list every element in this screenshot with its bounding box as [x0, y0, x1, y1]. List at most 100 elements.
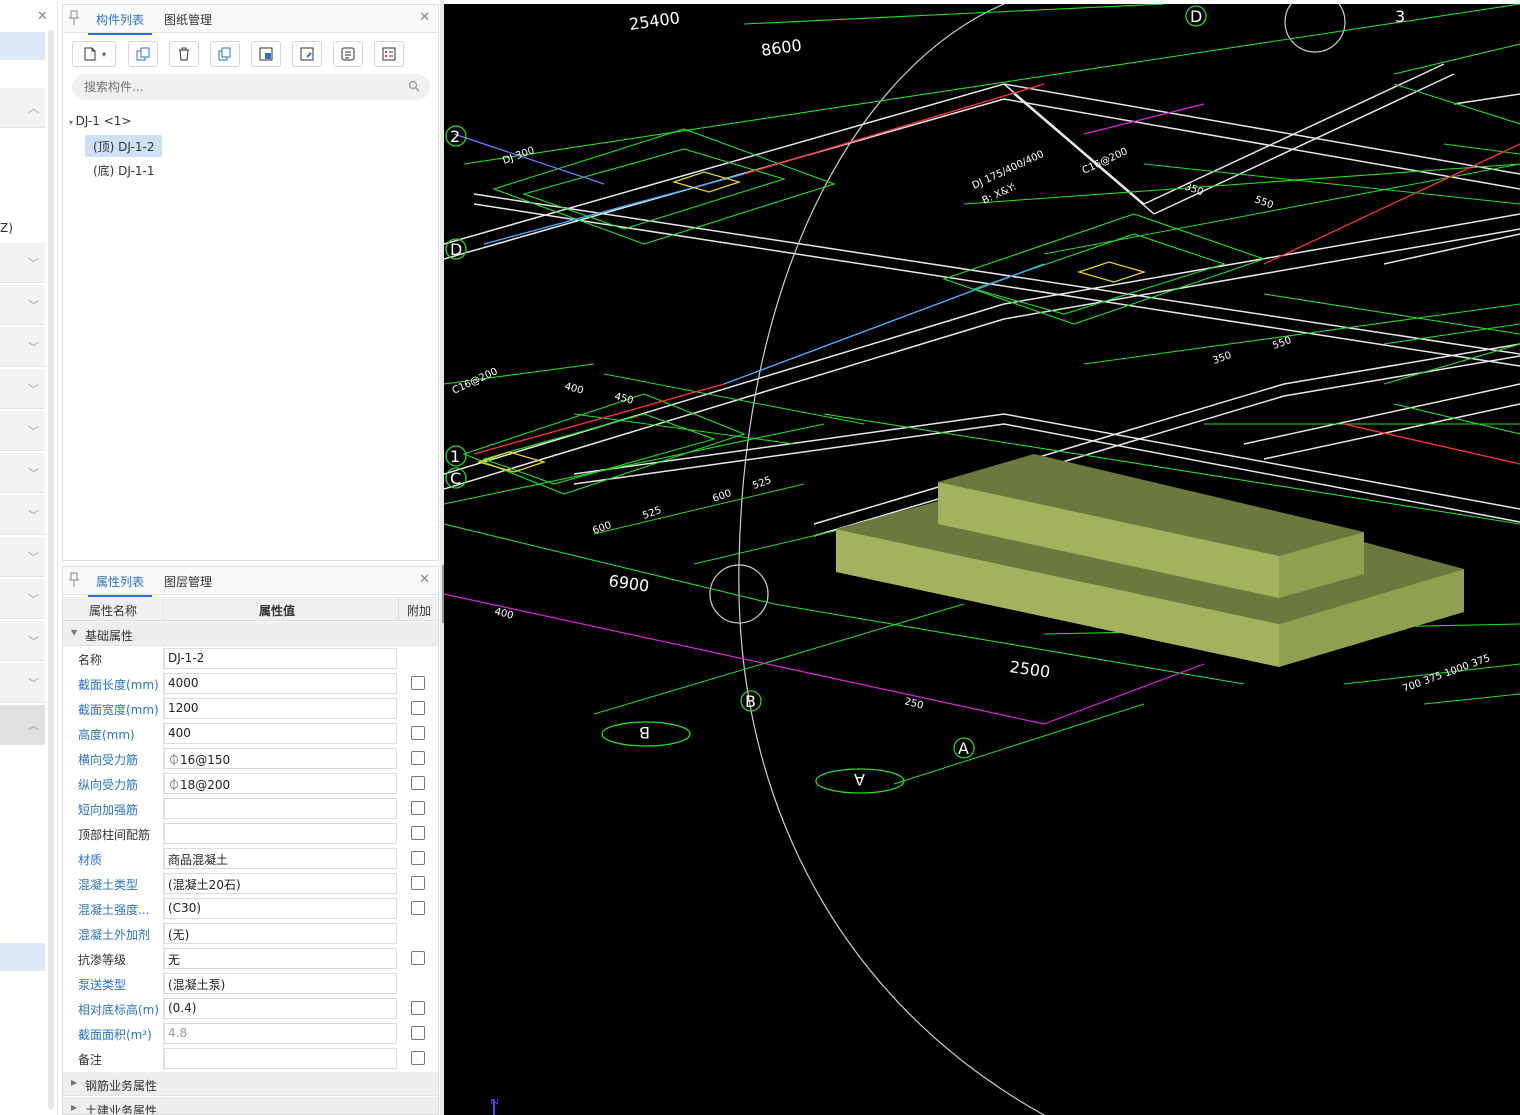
panel-group[interactable]: ﹀	[0, 453, 45, 493]
dropdown-arrow-icon: ▾	[101, 49, 106, 59]
panel-group[interactable]: ﹀	[0, 663, 45, 703]
property-value-field[interactable]: 1200	[164, 698, 397, 719]
property-value-field[interactable]: 无	[164, 948, 397, 969]
property-name: 横向受力筋	[78, 753, 139, 767]
close-icon[interactable]: ✕	[37, 9, 48, 24]
tab-drawing-management[interactable]: 图纸管理	[164, 13, 213, 27]
property-value-field[interactable]: 4.8	[164, 1023, 397, 1044]
panel-divider[interactable]	[440, 0, 444, 1115]
extra-checkbox[interactable]	[411, 751, 425, 765]
property-value-field[interactable]: 商品混凝土	[164, 848, 397, 869]
annotation: 600	[711, 488, 733, 505]
panel-group[interactable]: ︿	[0, 88, 45, 128]
extra-checkbox[interactable]	[411, 801, 425, 815]
annotation: 550	[1253, 194, 1275, 211]
property-value-field[interactable]: 4000	[164, 673, 397, 694]
property-value-field[interactable]: (混凝土泵)	[164, 973, 397, 994]
property-value-field[interactable]: 400	[164, 723, 397, 744]
edit-button[interactable]	[292, 41, 322, 67]
search-icon[interactable]	[408, 80, 420, 92]
extra-checkbox[interactable]	[411, 951, 425, 965]
property-value-field[interactable]: (0.4)	[164, 998, 397, 1019]
layers-copy-icon	[218, 47, 231, 61]
extra-checkbox[interactable]	[411, 726, 425, 740]
list-button[interactable]	[374, 41, 404, 67]
chevron-down-icon: ﹀	[28, 593, 39, 606]
annotation: 525	[641, 505, 663, 522]
property-value-field[interactable]	[164, 823, 397, 844]
panel-group[interactable]: ﹀	[0, 285, 45, 325]
pin-icon[interactable]	[68, 572, 80, 588]
tab-layer-management[interactable]: 图层管理	[164, 575, 213, 589]
new-file-icon	[84, 47, 96, 61]
extra-checkbox[interactable]	[411, 1001, 425, 1015]
panel-group[interactable]: ﹀	[0, 579, 45, 619]
extra-checkbox[interactable]	[411, 776, 425, 790]
panel-group[interactable]: ﹀	[0, 495, 45, 535]
panel-group[interactable]: ﹀	[0, 621, 45, 661]
section-label: 土建业务属性	[85, 1104, 158, 1115]
panel-group[interactable]: ﹀	[0, 327, 45, 367]
cad-3d-viewport[interactable]: D 3 2 D 1 C B A B A 25400 8600 6900 2500…	[444, 4, 1520, 1115]
property-value-field[interactable]: ⏀18@200	[164, 773, 397, 794]
extra-checkbox[interactable]	[411, 701, 425, 715]
close-icon[interactable]: ✕	[419, 10, 430, 25]
expand-triangle-icon[interactable]: ▾	[69, 118, 76, 127]
panel-group[interactable]: ︿	[0, 705, 45, 745]
extra-checkbox[interactable]	[411, 876, 425, 890]
property-value-field[interactable]: (无)	[164, 923, 397, 944]
selected-item[interactable]	[0, 943, 45, 971]
section-steel-properties[interactable]: ▶ 钢筋业务属性	[63, 1072, 438, 1096]
extra-checkbox[interactable]	[411, 901, 425, 915]
property-value-field[interactable]	[164, 798, 397, 819]
text-button[interactable]	[333, 41, 363, 67]
tab-property-list[interactable]: 属性列表	[87, 575, 153, 597]
property-table-header: 属性名称 属性值 附加	[63, 597, 438, 621]
tree-item-bottom[interactable]: (底) DJ-1-1	[93, 164, 155, 178]
panel-group[interactable]: ﹀	[0, 411, 45, 451]
select-button[interactable]	[251, 41, 281, 67]
tree-root[interactable]: ▾ DJ-1 <1>	[69, 114, 131, 128]
extra-checkbox[interactable]	[411, 1051, 425, 1065]
close-icon[interactable]: ✕	[419, 572, 430, 587]
duplicate-layer-button[interactable]	[210, 41, 240, 67]
copy-button[interactable]	[128, 41, 158, 67]
axis-label: 2	[450, 127, 460, 146]
cad-drawing[interactable]: D 3 2 D 1 C B A B A 25400 8600 6900 2500…	[444, 4, 1520, 1115]
annotation: 525	[751, 475, 773, 492]
scrollbar[interactable]	[48, 30, 54, 1110]
extra-checkbox[interactable]	[411, 1026, 425, 1040]
property-row-section-length: 截面长度(mm)4000	[63, 671, 438, 696]
panel-group[interactable]: ﹀	[0, 243, 45, 283]
section-label: 基础属性	[85, 629, 134, 643]
property-value-field[interactable]: ⏀16@150	[164, 748, 397, 769]
selected-item[interactable]	[0, 32, 45, 60]
extra-checkbox[interactable]	[411, 826, 425, 840]
delete-button[interactable]	[169, 41, 199, 67]
property-value-field[interactable]: (混凝土20石)	[164, 873, 397, 894]
extra-checkbox[interactable]	[411, 851, 425, 865]
search-input[interactable]	[72, 74, 392, 100]
section-civil-properties[interactable]: ▶ 土建业务属性	[63, 1097, 438, 1115]
foundation-top-top-face	[938, 454, 1364, 556]
section-basic-properties[interactable]: ▼ 基础属性	[63, 622, 438, 646]
panel-group[interactable]: ﹀	[0, 369, 45, 409]
chevron-down-icon: ﹀	[28, 551, 39, 564]
property-value-field[interactable]: DJ-1-2	[164, 648, 397, 669]
axis-z-label: Z	[490, 1098, 501, 1105]
new-component-button[interactable]: ▾	[72, 41, 116, 67]
pin-icon[interactable]	[68, 10, 80, 26]
property-value-field[interactable]	[164, 1048, 397, 1069]
annotation: 400	[563, 381, 584, 397]
chevron-up-icon: ︿	[28, 102, 39, 115]
axis-bubbles	[445, 5, 1207, 794]
edit-icon	[300, 47, 314, 61]
panel-group[interactable]: ﹀	[0, 537, 45, 577]
foundation-3d-model[interactable]	[836, 454, 1464, 667]
extra-checkbox[interactable]	[411, 676, 425, 690]
tab-component-list[interactable]: 构件列表	[87, 13, 153, 35]
property-value-field[interactable]: (C30)	[164, 898, 397, 919]
axis-label: B	[745, 692, 756, 711]
tree-item-top[interactable]: (顶) DJ-1-2	[85, 135, 163, 157]
